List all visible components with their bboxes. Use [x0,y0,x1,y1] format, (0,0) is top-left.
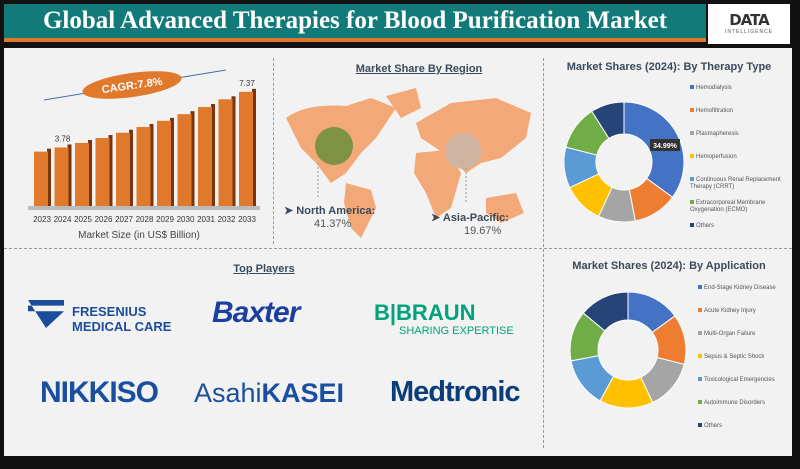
legend-item: Others [698,423,798,430]
data-label: 3.78 [55,134,71,143]
logo-text: DATA [729,11,770,29]
divider [543,58,544,448]
bar-side [231,96,236,206]
bar-side [88,139,92,206]
bar-2027 [116,132,130,206]
page-title: Global Advanced Therapies for Blood Puri… [42,7,668,34]
medtronic-logo: Medtronic [390,376,521,408]
x-tick-label: 2032 [218,215,236,224]
legend-item: Hemofiltration [690,108,790,115]
x-tick-label: 2024 [54,215,72,224]
bbraun-tagline: SHARING EXPERTISE [399,325,514,337]
legend-item: Hemoperfusion [690,154,790,161]
legend-item: Multi-Organ Failure [698,331,798,338]
legend-item: Acute Kidney Injury [698,308,798,315]
x-tick-label: 2025 [74,215,92,224]
application-donut [570,292,687,409]
legend-item: Hemodialysis [690,85,790,92]
kasei-text: KASEI [261,378,345,408]
na-value: 41.37% [314,218,352,230]
x-tick-label: 2030 [177,215,195,224]
fresenius-subname: MEDICAL CARE [72,319,172,334]
bar-2031 [198,107,212,206]
slice-6 [591,102,625,140]
fresenius-name: FRESENIUS [72,304,147,319]
nikkiso-logo: NIKKISO [40,376,159,409]
divider [273,58,274,244]
ap-label-text: Asia-Pacific: [442,212,509,224]
bbraun-logo: B|BRAUN [374,300,476,325]
x-tick-label: 2028 [136,215,154,224]
x-tick-label: 2027 [115,215,133,224]
ap-value: 19.67% [464,225,502,237]
bar-side [67,144,72,206]
bar-2028 [136,127,151,206]
legend-item: Autoimmune Disorders [698,400,798,407]
ap-bubble [445,133,481,169]
region-title: Market Share By Region [355,63,483,75]
x-tick-label: 2023 [33,215,51,224]
divider [4,248,792,249]
legend-item: Continuous Renal Replacement Therapy (CR… [690,177,781,190]
bar-side [129,129,133,206]
ap-label: ➤ Asia-Pacific: [431,212,509,224]
asahi-kasei-logo: AsahiKASEI [194,378,344,409]
na-label: ➤ North America: [284,205,376,217]
data-label: 7.37 [239,79,255,88]
bar-side [211,104,215,206]
therapy-title: Market Shares (2024): By Therapy Type [566,61,772,73]
asahi-text: Asahi [194,378,262,408]
bar-2029 [157,120,171,206]
fresenius-mark-icon [28,300,64,328]
therapy-donut: 34.99% [564,102,685,223]
bar-baseline [28,206,260,210]
legend-item: Sepsis & Septic Shock [698,354,798,361]
bar-2024 [54,147,69,206]
x-tick-label: 2031 [197,215,215,224]
x-tick-label: 2029 [156,215,174,224]
x-tick-label: 2026 [95,215,113,224]
x-axis-label: Market Size (in US$ Billion) [78,230,200,241]
bar-2023 [34,151,48,206]
legend-item: Extracorporeal Membrane Oxygenation (ECM… [690,200,766,213]
header-bar: Global Advanced Therapies for Blood Puri… [4,4,706,42]
bar-side [170,117,174,206]
bar-side [108,135,113,206]
na-bubble [315,127,353,165]
legend-item: Toxicological Emergencies [698,377,798,384]
bar-side [47,148,51,206]
baxter-logo: Baxter [212,296,300,329]
players-title: Top Players [233,263,295,275]
cagr-badge [82,71,182,99]
na-label-text: North America: [296,205,376,217]
data-label-bg [650,139,680,151]
legend-item: End-Stage Kidney Disease [698,285,798,292]
bar-side [149,124,154,206]
bar-2025 [75,142,89,206]
bar-2026 [95,138,110,206]
legend-item: Others [690,223,790,230]
world-map [286,88,531,238]
data-label: 34.99% [653,143,678,150]
application-title: Market Shares (2024): By Application [572,260,766,272]
x-tick-label: 2033 [238,215,256,224]
bar-side [252,88,256,206]
bar-2033 [239,91,253,206]
bar-2032 [218,99,233,206]
slice-6 [582,292,629,332]
bar-2030 [177,114,192,206]
bar-side [190,111,195,206]
logo-sub: INTELLIGENCE [724,29,774,35]
legend-item: Plasmapheresis [690,131,790,138]
